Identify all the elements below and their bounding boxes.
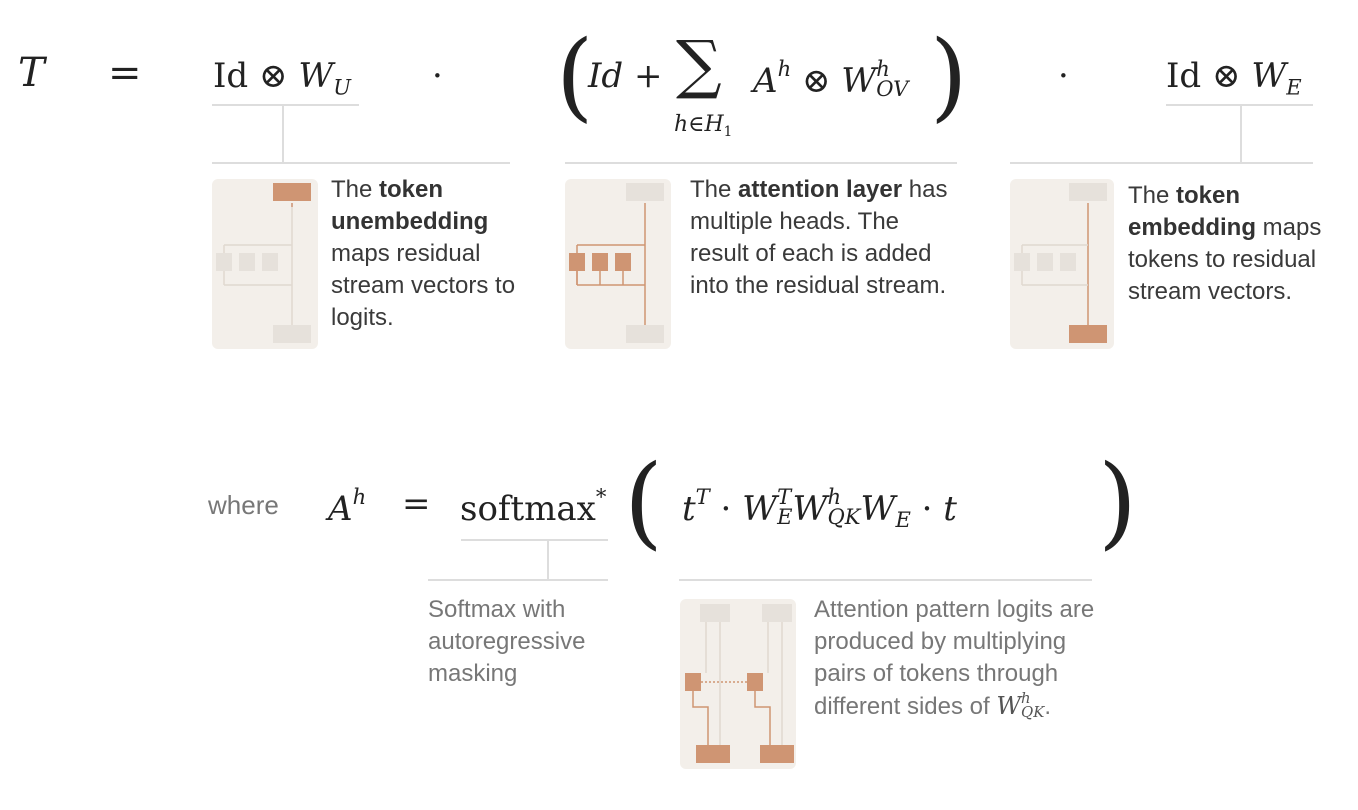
dot-operator-2: · <box>1058 56 1069 96</box>
right-paren-attn: ) <box>930 20 968 132</box>
lhs-T: T <box>18 50 45 96</box>
unembed-active-box <box>273 183 311 201</box>
softmax-term: softmax* <box>460 484 607 529</box>
unembedding-caption: The token unembedding maps residual stre… <box>331 176 516 331</box>
sum-under: h∈H1 <box>674 112 733 140</box>
where-equals: = <box>402 484 431 524</box>
equals-sign: = <box>108 50 142 96</box>
left-paren-where: ( <box>624 443 664 560</box>
attention-layer-diagram <box>565 179 671 349</box>
left-paren-attn: ( <box>556 20 594 132</box>
attention-pattern-diagram <box>680 599 796 769</box>
where-a-h: Ah <box>328 484 367 529</box>
embed-underline <box>1166 104 1313 106</box>
where-label: where <box>208 490 279 520</box>
embed-term: Id ⊗ WE <box>1166 56 1302 100</box>
embed-active-box <box>1069 325 1107 343</box>
unembed-connector <box>282 106 284 162</box>
attn-section-rule <box>565 162 957 164</box>
unembed-underline <box>212 104 359 106</box>
embedding-caption: The token embedding maps tokens to resid… <box>1128 182 1322 305</box>
unembed-term: Id ⊗ WU <box>213 56 352 100</box>
embed-section-rule <box>1010 162 1313 164</box>
sum-symbol: ∑ <box>676 28 722 102</box>
pattern-section-rule <box>679 579 1092 581</box>
dot-operator-1: · <box>432 56 443 96</box>
softmax-underline <box>461 539 608 541</box>
unembed-section-rule <box>212 162 510 164</box>
attention-caption: The attention layer has multiple heads. … <box>690 176 948 299</box>
softmax-connector <box>547 541 549 579</box>
embedding-diagram <box>1010 179 1114 349</box>
softmax-caption: Softmax with autoregressive masking <box>428 596 586 687</box>
attn-id-term: Id + <box>588 56 663 96</box>
pattern-caption: Attention pattern logits are produced by… <box>814 596 1095 721</box>
right-paren-where: ) <box>1098 443 1138 560</box>
softmax-section-rule <box>428 579 608 581</box>
unembedding-diagram <box>212 179 318 349</box>
embed-connector <box>1240 106 1242 162</box>
